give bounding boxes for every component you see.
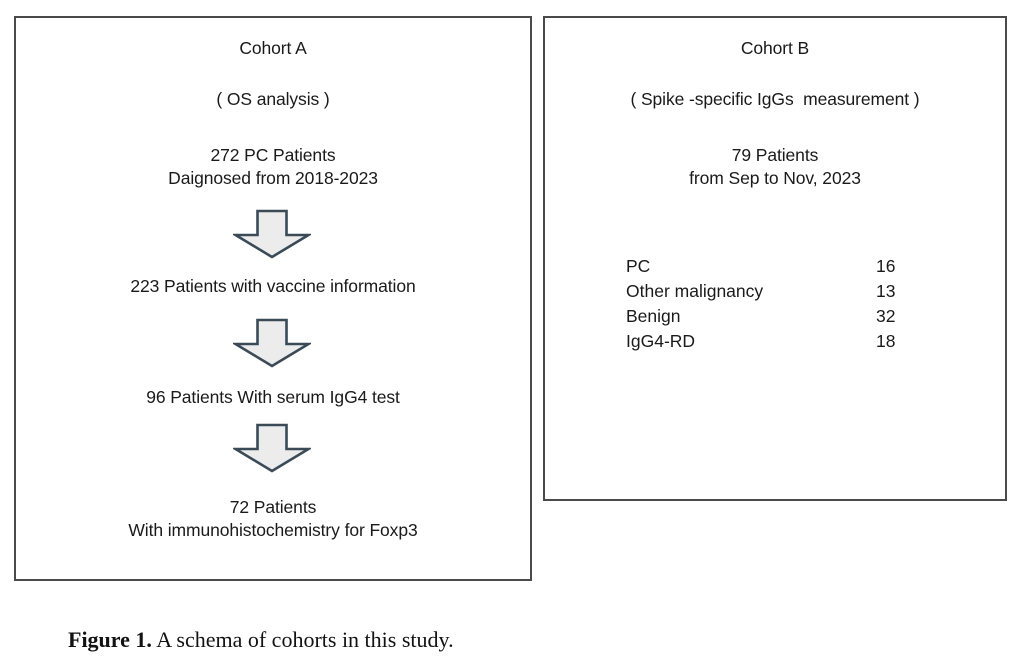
cohort-b-box (543, 16, 1007, 501)
cohort-b-breakdown-list: PC 16 Other malignancy 13 Benign 32 IgG4… (626, 254, 926, 353)
breakdown-label: IgG4-RD (626, 330, 696, 351)
cohort-a-step-3: 96 Patients With serum IgG4 test (146, 387, 400, 407)
figure-caption: Figure 1. A schema of cohorts in this st… (68, 626, 968, 654)
breakdown-value: 16 (876, 256, 896, 276)
down-arrow-icon-3 (233, 423, 311, 473)
breakdown-value: 13 (876, 280, 896, 301)
list-item: IgG4-RD 18 (626, 329, 926, 354)
cohort-a-subtitle: ( OS analysis ) (216, 89, 330, 109)
down-arrow-icon-1 (233, 209, 311, 259)
cohort-a-step-4: 72 Patients With immunohistochemistry fo… (128, 497, 418, 540)
cohort-b-subtitle: ( Spike -specific IgGs measurement ) (630, 89, 920, 109)
figure-caption-label: Figure 1. (68, 627, 152, 652)
cohort-a-step-1: 272 PC Patients Daignosed from 2018-2023 (168, 145, 378, 188)
breakdown-value: 18 (876, 330, 896, 351)
list-item: PC 16 (626, 254, 926, 279)
cohort-b-summary: 79 Patients from Sep to Nov, 2023 (689, 145, 861, 188)
breakdown-label: PC (626, 256, 651, 276)
breakdown-label: Benign (626, 305, 681, 326)
cohort-a-step-2: 223 Patients with vaccine information (130, 276, 416, 296)
figure-caption-text: A schema of cohorts in this study. (151, 627, 454, 652)
breakdown-value: 32 (876, 305, 896, 326)
list-item: Benign 32 (626, 304, 926, 329)
cohort-a-box (14, 16, 532, 581)
breakdown-label: Other malignancy (626, 280, 764, 301)
cohort-b-title: Cohort B (740, 38, 810, 58)
down-arrow-icon-2 (233, 318, 311, 368)
list-item: Other malignancy 13 (626, 279, 926, 304)
cohort-a-title: Cohort A (239, 38, 307, 58)
